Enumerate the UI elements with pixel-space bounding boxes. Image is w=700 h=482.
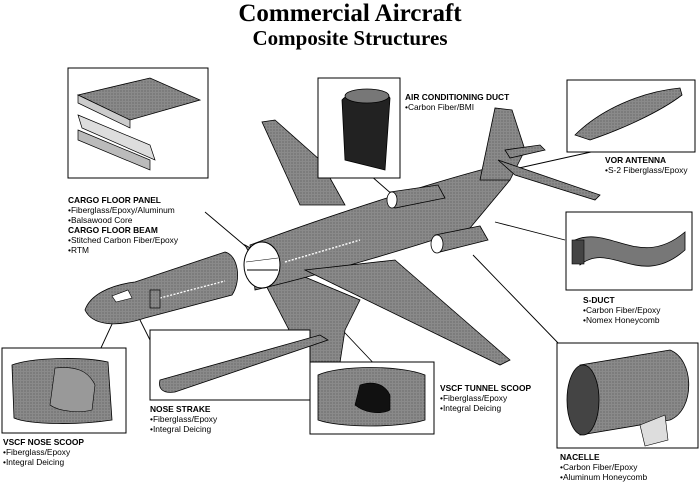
callout-vscf-tunnel-scoop: VSCF TUNNEL SCOOP Fiberglass/Epoxy Integ… [440,383,531,413]
horizontal-tail [497,159,601,201]
callout-cargo-floor-panel: CARGO FLOOR PANEL Fiberglass/Epoxy/Alumi… [68,195,178,255]
air-conditioning-duct-inset [317,77,401,179]
diagram-subtitle: Composite Structures [252,26,448,50]
diagram-title: Commercial Aircraft [238,0,462,27]
engines [386,184,489,254]
nacelle-inset [556,342,699,449]
vertical-tail [479,107,526,181]
right-wing [261,119,346,206]
callout-vscf-nose-scoop: VSCF NOSE SCOOP Fiberglass/Epoxy Integra… [3,437,84,467]
vscf-tunnel-scoop-inset [309,361,435,435]
nose-section [84,251,239,325]
s-duct-inset [565,211,693,291]
vscf-nose-scoop-inset [1,347,127,434]
nose-strake-inset [149,329,329,401]
callout-s-duct: S-DUCT Carbon Fiber/Epoxy Nomex Honeycom… [583,295,660,325]
vor-antenna-inset [566,79,696,153]
callout-nose-strake: NOSE STRAKE Fiberglass/Epoxy Integral De… [150,404,217,434]
main-wing [303,259,511,366]
callout-vor-antenna: VOR ANTENNA S-2 Fiberglass/Epoxy [605,155,688,175]
cargo-floor-inset [67,67,209,179]
callout-air-conditioning-duct: AIR CONDITIONING DUCT Carbon Fiber/BMI [405,92,509,112]
callout-nacelle: NACELLE Carbon Fiber/Epoxy Aluminum Hone… [560,452,647,482]
